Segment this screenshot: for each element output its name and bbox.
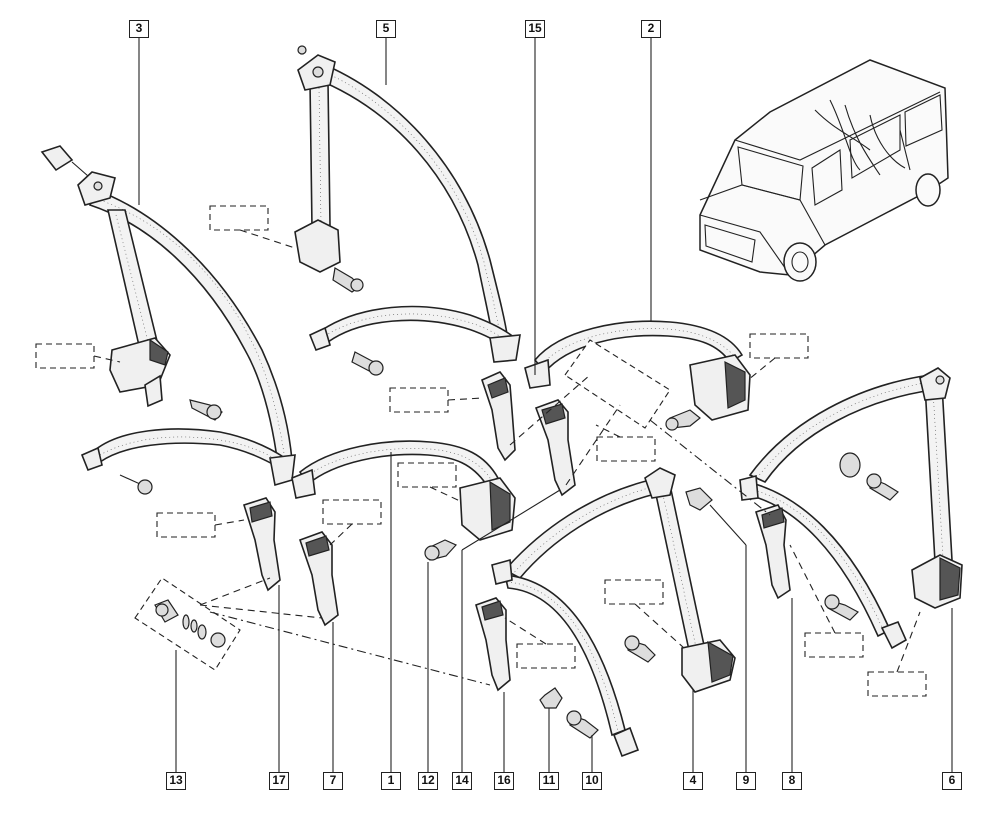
callout-9: 9 [736, 772, 756, 790]
buckle-8 [755, 504, 791, 600]
callout-2: 2 [641, 20, 661, 38]
callout-6: 6 [942, 772, 962, 790]
callout-5: 5 [376, 20, 396, 38]
callout-3: 3 [129, 20, 149, 38]
callout-7: 7 [323, 772, 343, 790]
hardware-group-13 [134, 577, 241, 671]
callout-1: 1 [381, 772, 401, 790]
callout-4: 4 [683, 772, 703, 790]
reference-boxes [35, 205, 927, 697]
callout-8: 8 [782, 772, 802, 790]
buckle-14 [534, 399, 576, 497]
callout-14: 14 [452, 772, 472, 790]
callout-10: 10 [582, 772, 602, 790]
callout-16: 16 [494, 772, 514, 790]
leader-lines [138, 38, 953, 772]
buckle-7 [298, 531, 339, 627]
callout-11: 11 [539, 772, 559, 790]
belt-assembly-5 [294, 45, 521, 376]
callout-17: 17 [269, 772, 289, 790]
callout-13: 13 [166, 772, 186, 790]
buckle-15 [481, 371, 516, 462]
hardware-group-2 [564, 339, 671, 429]
callout-12: 12 [418, 772, 438, 790]
callout-15: 15 [525, 20, 545, 38]
association-lines [93, 229, 921, 686]
belt-assembly-6 [739, 367, 963, 650]
van-illustration [699, 59, 949, 282]
belt-assembly-3 [40, 145, 296, 495]
belt-assembly-1 [291, 440, 516, 561]
buckle-17 [242, 497, 281, 592]
buckle-16 [475, 597, 511, 692]
belt-assembly-4 [491, 467, 736, 758]
